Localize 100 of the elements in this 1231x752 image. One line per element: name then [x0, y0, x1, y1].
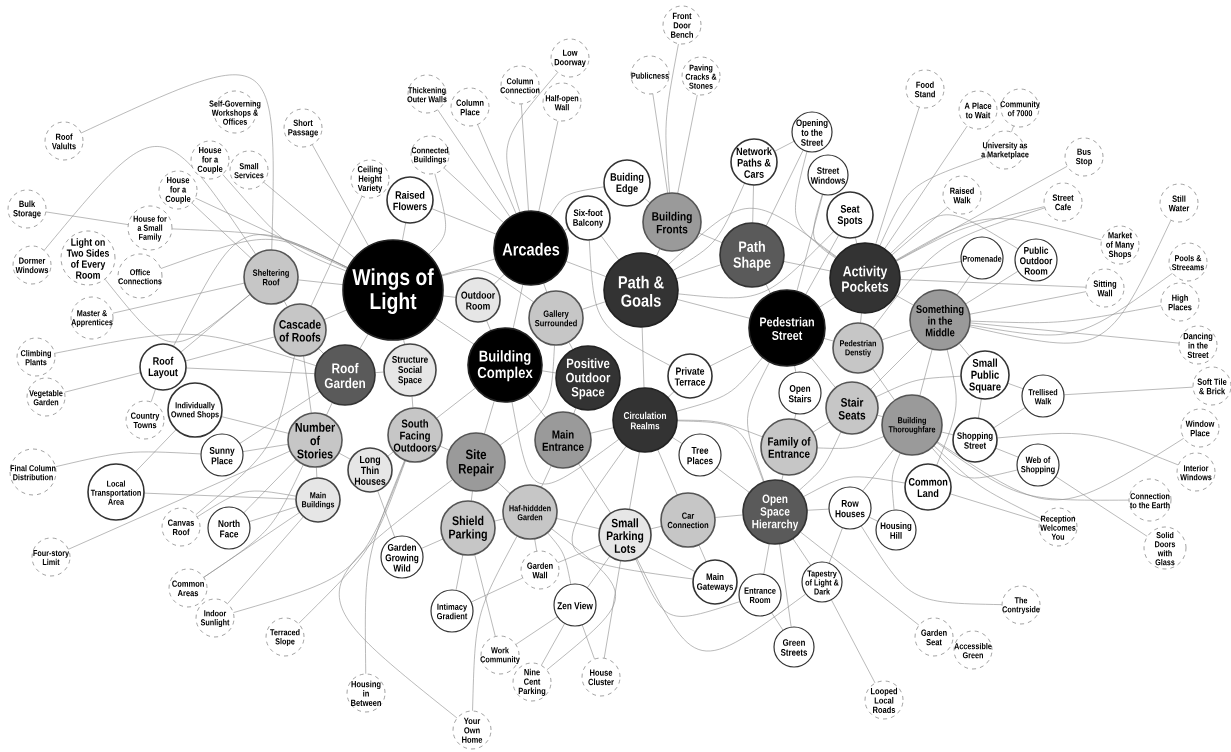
- connector-line: [563, 228, 569, 231]
- connector-line: [203, 464, 304, 578]
- circle-node: Individually Owned Shops: [167, 382, 223, 438]
- dashed-circle-node: Connection to the Earth: [1128, 478, 1172, 522]
- dashed-circle-node: A Place to Wait: [958, 90, 998, 130]
- circle-node: Pedestrian Denstiy: [832, 322, 884, 374]
- connector-line: [437, 109, 511, 218]
- connector-line: [499, 344, 555, 446]
- connector-line: [936, 442, 1130, 501]
- connector-line: [895, 206, 1045, 262]
- connector-line: [512, 284, 524, 329]
- connector-line: [803, 476, 906, 498]
- connector-line: [891, 207, 948, 256]
- connector-line: [714, 514, 744, 518]
- dashed-circle-node: Ceiling Height Variety: [350, 159, 390, 199]
- connector-line: [879, 156, 988, 247]
- circle-node: Path Shape: [719, 222, 785, 288]
- circle-node: Buiding Edge: [603, 159, 651, 207]
- circle-node: Activity Pockets: [829, 242, 901, 314]
- connector-line: [931, 447, 1018, 479]
- connector-line: [441, 269, 535, 303]
- connector-line: [135, 429, 177, 472]
- connector-line: [794, 365, 797, 373]
- connector-line: [297, 279, 344, 285]
- dashed-circle-node: Connected Buildings: [410, 135, 450, 175]
- circle-node: Opening to the Street: [791, 111, 833, 153]
- connector-line: [68, 450, 291, 550]
- connector-line: [557, 544, 601, 563]
- circle-node: Common Land: [904, 463, 952, 511]
- connector-line: [45, 211, 129, 225]
- circle-node: Arcades: [493, 210, 569, 286]
- dashed-circle-node: Half-open Wall: [542, 82, 582, 122]
- circle-node: Stair Seats: [825, 381, 879, 435]
- connector-line: [933, 445, 1042, 519]
- connector-line: [677, 94, 698, 194]
- circle-node: Building Thoroughfare: [881, 394, 943, 456]
- connector-line: [603, 560, 621, 659]
- connector-line: [421, 538, 444, 549]
- connector-line: [796, 194, 824, 292]
- connector-line: [310, 196, 363, 307]
- connector-line: [676, 264, 722, 280]
- circle-node: Open Space Hierarchy: [742, 479, 808, 545]
- connector-line: [635, 558, 741, 617]
- connector-line: [781, 474, 784, 481]
- connector-line: [374, 371, 385, 373]
- dashed-circle-node: Reception Welcomes You: [1038, 507, 1078, 547]
- connector-line: [752, 184, 754, 224]
- connector-line: [112, 282, 245, 314]
- connector-line: [941, 431, 954, 436]
- connector-line: [428, 173, 446, 255]
- connector-line: [823, 338, 834, 342]
- connector-line: [805, 235, 839, 295]
- connector-line: [1011, 125, 1014, 133]
- connector-line: [996, 433, 1179, 466]
- connector-line: [890, 214, 1019, 254]
- dashed-circle-node: Accessible Green: [953, 630, 993, 670]
- connector-line: [813, 194, 837, 259]
- circle-node: Tapestry of Light & Dark: [801, 561, 843, 603]
- connector-line: [326, 402, 333, 416]
- circle-node: South Facing Outdoors: [387, 407, 443, 463]
- connector-line: [431, 208, 497, 235]
- connector-line: [242, 444, 289, 452]
- connector-line: [794, 413, 797, 420]
- connector-line: [644, 197, 651, 204]
- circle-node: Housing Hill: [875, 509, 917, 551]
- connector-line: [565, 261, 607, 277]
- connector-line: [104, 278, 251, 343]
- connector-line: [855, 237, 858, 244]
- connector-line: [173, 234, 349, 347]
- circle-node: Circulation Realms: [612, 387, 678, 453]
- dashed-circle-node: Looped Local Roads: [864, 680, 904, 720]
- circle-node: Main Buildings: [295, 477, 341, 523]
- circle-node: Green Streets: [773, 626, 815, 668]
- connector-line: [899, 261, 962, 273]
- dashed-circle-node: Pools & Streeams: [1168, 242, 1208, 282]
- connector-line: [81, 74, 274, 251]
- connector-line: [443, 167, 504, 224]
- connector-line: [44, 146, 257, 255]
- connector-line: [675, 357, 763, 412]
- connector-line: [978, 398, 982, 419]
- dashed-circle-node: Street Cafe: [1043, 182, 1083, 222]
- connector-line: [323, 309, 348, 320]
- connector-line: [541, 623, 565, 666]
- circle-node: Tree Places: [678, 433, 722, 477]
- circle-node: Private Terrace: [667, 353, 713, 399]
- dashed-circle-node: Column Connection: [500, 65, 540, 105]
- dashed-circle-node: Front Door Bench: [662, 5, 702, 45]
- dashed-circle-node: Dancing in the Street: [1178, 325, 1218, 365]
- connector-line: [471, 490, 473, 502]
- connector-line: [303, 355, 312, 414]
- connector-line: [497, 481, 511, 494]
- connector-line: [677, 231, 834, 299]
- connector-line: [521, 103, 529, 212]
- circle-node: Roof Garden: [314, 344, 376, 406]
- connector-line: [641, 326, 645, 389]
- circle-node: Car Connection: [660, 492, 716, 548]
- circle-node: Structure Social Space: [383, 343, 437, 397]
- dashed-circle-node: Column Place: [450, 87, 490, 127]
- connector-line: [875, 107, 920, 245]
- dashed-circle-node: High Places: [1160, 282, 1200, 322]
